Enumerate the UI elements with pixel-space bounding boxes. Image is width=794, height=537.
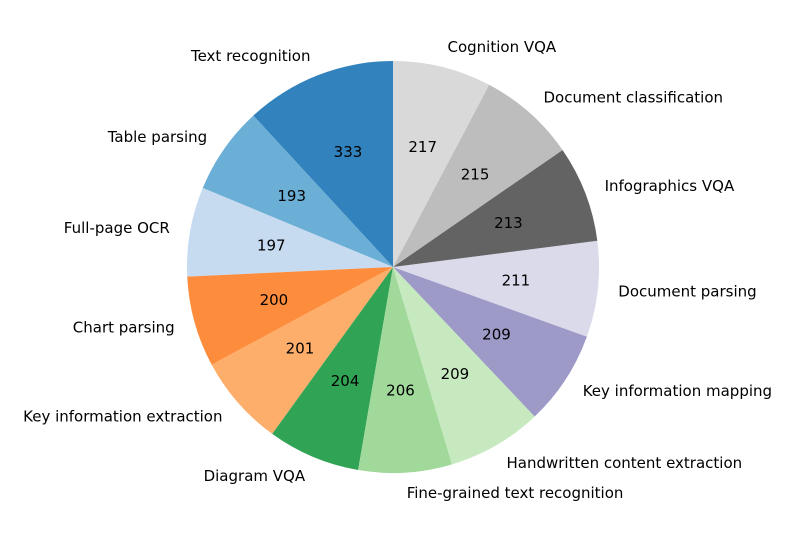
pie-slice-infographics-vqa (393, 149, 598, 267)
slice-label-table-parsing: Table parsing (107, 128, 207, 146)
slice-label-document-classification: Document classification (544, 89, 724, 107)
slice-value-table-parsing: 193 (277, 187, 306, 205)
slice-label-full-page-ocr: Full-page OCR (64, 219, 170, 237)
slice-value-key-information-mapping: 209 (482, 326, 511, 344)
pie-slice-cognition-vqa (393, 61, 490, 267)
pie-slice-document-classification (393, 84, 563, 267)
slice-value-document-classification: 215 (461, 166, 490, 184)
slice-label-infographics-vqa: Infographics VQA (605, 177, 735, 195)
slice-label-cognition-vqa: Cognition VQA (448, 38, 557, 56)
slices-layer (187, 61, 600, 474)
slice-label-chart-parsing: Chart parsing (73, 319, 175, 337)
pie-slice-diagram-vqa (272, 267, 393, 471)
slice-label-key-information-mapping: Key information mapping (583, 382, 772, 400)
pie-slice-key-information-extraction (211, 267, 393, 434)
pie-slice-document-parsing (393, 240, 600, 337)
pie-slice-fine-grained-text-recognition (358, 267, 453, 474)
pie-slice-chart-parsing (187, 267, 393, 365)
pie-slice-key-information-mapping (393, 267, 587, 417)
slice-label-fine-grained-text-recognition: Fine-grained text recognition (407, 484, 624, 502)
slice-label-document-parsing: Document parsing (618, 283, 756, 301)
slice-value-document-parsing: 211 (502, 271, 531, 289)
slice-value-chart-parsing: 200 (260, 291, 289, 309)
slice-value-infographics-vqa: 213 (494, 214, 523, 232)
pie-slice-handwritten-content-extraction (393, 267, 535, 465)
slice-value-fine-grained-text-recognition: 206 (386, 381, 415, 399)
slice-value-handwritten-content-extraction: 209 (441, 365, 470, 383)
pie-slice-table-parsing (202, 115, 393, 267)
slice-label-handwritten-content-extraction: Handwritten content extraction (507, 454, 743, 472)
slice-label-key-information-extraction: Key information extraction (23, 407, 222, 425)
slice-value-text-recognition: 333 (334, 143, 363, 161)
pie-slice-text-recognition (253, 61, 393, 267)
pie-slice-full-page-ocr (187, 187, 393, 277)
slice-label-text-recognition: Text recognition (190, 47, 311, 65)
slice-label-diagram-vqa: Diagram VQA (204, 467, 306, 485)
slice-value-cognition-vqa: 217 (408, 138, 437, 156)
slice-value-full-page-ocr: 197 (257, 237, 286, 255)
slice-value-key-information-extraction: 201 (286, 339, 315, 357)
slice-value-diagram-vqa: 204 (331, 372, 360, 390)
value-labels-layer: 333 193 197 200 201 204 206 209 209 211 213 215 217 (257, 138, 530, 399)
